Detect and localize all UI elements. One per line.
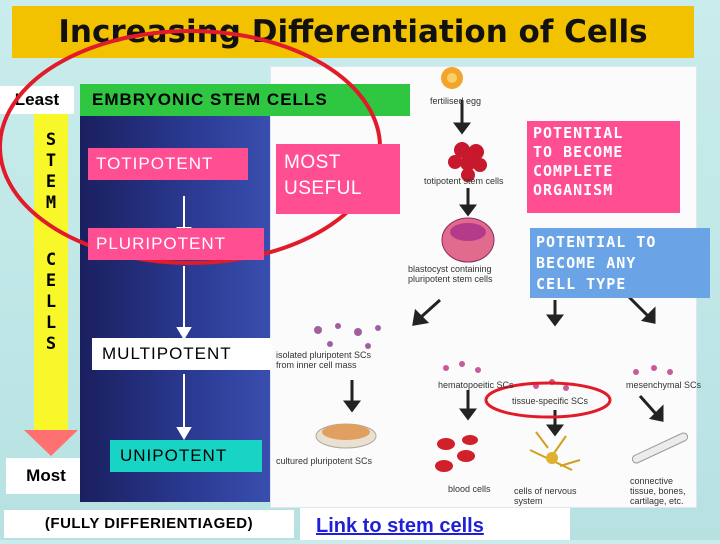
any-cell-type-callout: POTENTIAL TO BECOME ANY CELL TYPE — [530, 228, 710, 298]
neuron-body — [546, 452, 558, 464]
isolated-label: isolated pluripotent SCs from inner cell… — [276, 350, 372, 370]
complete-organism-callout: POTENTIAL TO BECOME COMPLETE ORGANISM — [527, 121, 680, 213]
differentiation-arrow-head — [24, 430, 78, 456]
blood-cells-label: blood cells — [448, 484, 491, 494]
isolated-cells-icon — [314, 323, 381, 349]
fertilised-egg-label: fertilised egg — [430, 96, 482, 106]
stem-letter: M — [45, 193, 57, 213]
most-useful-box: MOST USEFUL — [276, 144, 400, 214]
stem-letter: S — [45, 130, 57, 150]
most-useful-line: MOST — [284, 152, 341, 173]
callout-line: POTENTIAL — [533, 124, 624, 142]
bone-icon — [631, 432, 689, 464]
page-title: Increasing Differentiation of Cells — [12, 6, 694, 58]
callout-line: POTENTIAL TO — [536, 233, 657, 251]
totipotent-label-box: TOTIPOTENT — [88, 148, 248, 180]
cells-letter: C — [45, 250, 57, 270]
totipotent-label: totipotent stem cells — [424, 176, 504, 186]
callout-line: TO BECOME — [533, 143, 624, 161]
tissue-specific-label: tissue-specific SCs — [512, 396, 589, 406]
connective-tissue-label: connective tissue, bones, cartilage, etc… — [630, 476, 686, 506]
blastocyst-label: blastocyst containing pluripotent stem c… — [408, 264, 493, 284]
fully-differentiated-label: (FULLY DIFFERIENTIAGED) — [4, 510, 294, 538]
cultured-label: cultured pluripotent SCs — [276, 456, 373, 466]
cells-letter: L — [45, 292, 57, 312]
most-label: Most — [6, 458, 86, 494]
cells-letter: L — [45, 313, 57, 333]
neuron-icon — [529, 431, 581, 471]
unipotent-label-box: UNIPOTENT — [110, 440, 262, 472]
pluripotent-label-box: PLURIPOTENT — [88, 228, 264, 260]
cells-letter: E — [45, 271, 57, 291]
callout-line: COMPLETE — [533, 162, 614, 180]
blood-cells-icon — [435, 435, 478, 472]
stem-cells-link[interactable]: Link to stem cells — [300, 508, 570, 540]
most-useful-line: USEFUL — [284, 178, 362, 199]
mesenchymal-label: mesenchymal SCs — [626, 380, 702, 390]
navy-column — [80, 116, 274, 502]
differentiation-arrow-shaft — [34, 114, 68, 434]
stem-letter: E — [45, 172, 57, 192]
callout-line: BECOME ANY — [536, 254, 637, 272]
hemato-label: hematopoeitic SCs — [438, 380, 514, 390]
stem-letter: T — [45, 151, 57, 171]
multipotent-label-box: MULTIPOTENT — [92, 338, 272, 370]
tissue-specific-circle — [484, 381, 612, 419]
callout-line: CELL TYPE — [536, 275, 627, 293]
nervous-system-label: cells of nervous system — [514, 486, 577, 506]
totipotent-cluster-icon — [448, 142, 487, 182]
cells-letter: S — [45, 334, 57, 354]
figure-arrows — [343, 100, 664, 437]
callout-line: ORGANISM — [533, 181, 614, 199]
